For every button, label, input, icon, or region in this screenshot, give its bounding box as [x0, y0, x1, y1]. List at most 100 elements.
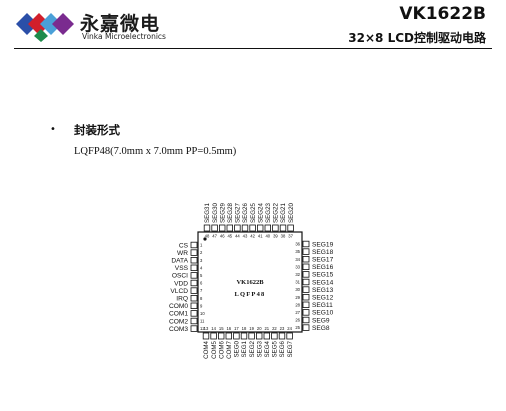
pin-number: 8 — [200, 296, 203, 301]
pin-pad — [271, 332, 278, 340]
pin-name: SEG27 — [235, 202, 242, 223]
package-description: LQFP48(7.0mm x 7.0mm PP=0.5mm) — [74, 146, 237, 157]
pin-name: DATA — [171, 258, 188, 265]
pin-number: 31 — [295, 280, 300, 285]
pin-name: SEG28 — [227, 202, 234, 223]
pin-name: COM2 — [169, 318, 188, 325]
brand-name-cn: 永嘉微电 — [80, 13, 161, 35]
pin-pad — [302, 301, 310, 308]
pin-name: COM7 — [226, 340, 233, 358]
pin-name: SEG18 — [312, 249, 334, 256]
pin-pad — [217, 332, 225, 340]
pin-name: SEG31 — [204, 202, 211, 223]
pin-name: IRQ — [176, 296, 188, 303]
pin-pad — [256, 224, 264, 232]
pin-name: SEG11 — [312, 302, 333, 309]
pin-name: COM5 — [211, 340, 218, 358]
pin-pad — [263, 332, 270, 340]
pin-pad — [202, 332, 210, 340]
pin-name: SEG13 — [312, 287, 334, 294]
pin-name: SEG9 — [312, 317, 330, 324]
pin-pad — [225, 332, 232, 340]
pin-pad — [190, 317, 198, 325]
pin-pad — [279, 224, 287, 232]
pin-number: 26 — [295, 318, 300, 323]
pin-name: COM6 — [218, 340, 225, 358]
pin-name: VSS — [175, 265, 189, 272]
pin-pad — [302, 293, 310, 301]
pin-name: SEG4 — [264, 340, 271, 357]
pin-name: SEG19 — [312, 241, 334, 248]
pin-pad — [278, 332, 286, 340]
pin-name: OSCI — [172, 273, 188, 280]
pin-pad — [302, 271, 310, 278]
brand-name-en: Vinka Microelectronics — [82, 32, 166, 41]
pin-pad — [211, 224, 218, 232]
pin-number: 24 — [287, 326, 292, 331]
pin-number: 40 — [265, 234, 270, 239]
pin-pad — [302, 278, 310, 286]
pin-pad — [241, 224, 249, 232]
pin-pad — [190, 264, 198, 271]
pin-number: 32 — [295, 272, 300, 277]
pin-number: 13 — [204, 326, 209, 331]
pin-number: 42 — [250, 234, 255, 239]
pin-number: 43 — [243, 234, 248, 239]
pin-pad — [240, 332, 248, 340]
pin-pad — [302, 286, 310, 293]
pin-pad — [190, 279, 198, 287]
pin-name: SEG12 — [312, 295, 334, 302]
pin-pad — [302, 309, 310, 316]
pin-pad — [190, 325, 198, 332]
pin-number: 15 — [219, 326, 224, 331]
pin-pad — [210, 332, 217, 340]
header-divider — [14, 48, 492, 49]
pin-name: WR — [177, 250, 188, 257]
product-subtitle: 32×8 LCD控制驱动电路 — [348, 31, 486, 45]
pin-number: 48 — [205, 234, 210, 239]
pin-name: VDD — [174, 280, 188, 287]
pin-name: SEG16 — [312, 264, 334, 271]
section-bullet: • — [50, 124, 56, 135]
pin-number: 27 — [295, 310, 300, 315]
pin-pad — [190, 310, 198, 317]
section-title: 封装形式 — [74, 123, 120, 137]
pin-number: 2 — [200, 250, 203, 255]
pin-number: 34 — [295, 257, 300, 262]
pin-number: 20 — [257, 326, 262, 331]
pin-name: COM3 — [169, 326, 188, 333]
pin-number: 45 — [227, 234, 232, 239]
pin-name: SEG5 — [272, 340, 279, 357]
pin-name: SEG30 — [212, 202, 219, 223]
pin-pad — [190, 287, 198, 294]
pin-number: 17 — [234, 326, 239, 331]
pin1-marker-icon — [203, 237, 207, 241]
pin-pad — [190, 294, 198, 302]
pin-number: 38 — [281, 234, 286, 239]
pin-pad — [190, 272, 198, 279]
pin-name: SEG24 — [257, 202, 264, 223]
pin-pad — [190, 249, 198, 256]
pin-name: SEG1 — [241, 340, 248, 357]
pin-number: 21 — [264, 326, 269, 331]
pin-number: 23 — [280, 326, 285, 331]
pin-name: SEG7 — [287, 340, 294, 357]
chip-package-label: LQFP48 — [234, 291, 265, 298]
pin-name: SEG2 — [249, 340, 256, 357]
pin-name: SEG25 — [250, 202, 257, 223]
pin-number: 25 — [295, 325, 300, 330]
pin-name: SEG22 — [273, 202, 280, 223]
pin-pad — [248, 332, 255, 340]
pin-pad — [302, 263, 310, 270]
pin-pad — [226, 224, 233, 232]
pin-number: 46 — [220, 234, 225, 239]
pin-pad — [218, 224, 226, 232]
pin-number: 11 — [200, 319, 205, 324]
pin-number: 18 — [242, 326, 247, 331]
pin-number: 36 — [295, 242, 300, 247]
pin-number: 33 — [295, 264, 300, 269]
pin-pad — [302, 255, 310, 263]
pin-name: VLCD — [170, 288, 188, 295]
company-logo: 永嘉微电 Vinka Microelectronics — [14, 6, 214, 42]
